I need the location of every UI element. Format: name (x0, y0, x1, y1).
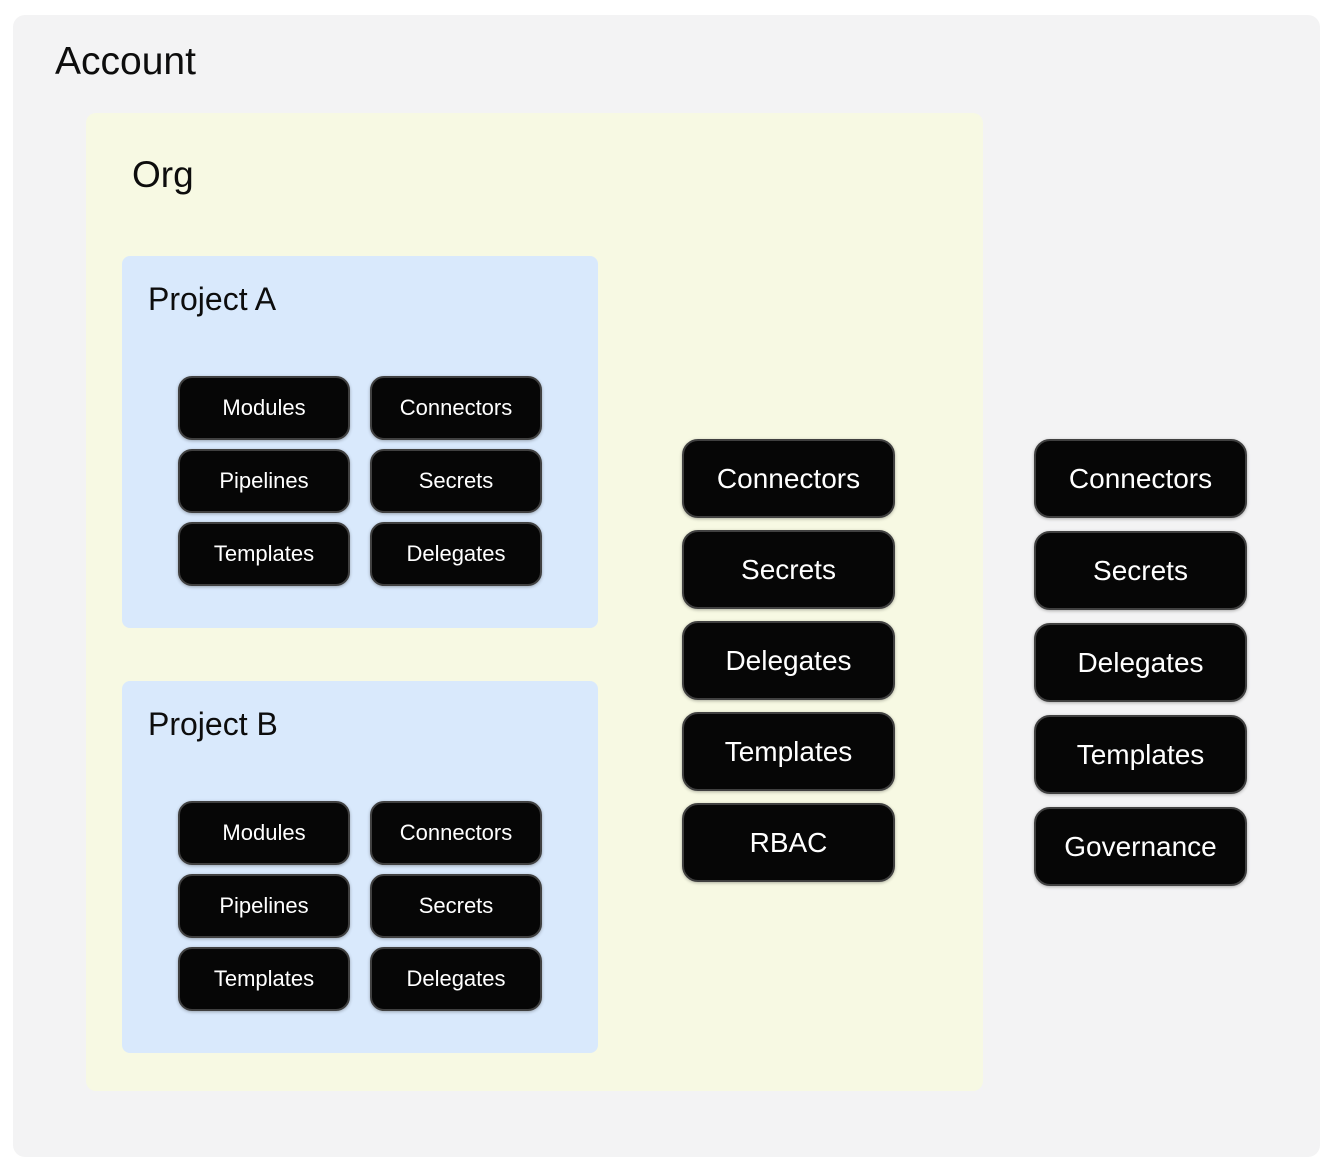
project-b-resource-grid: Modules Connectors Pipelines Secrets Tem… (178, 801, 542, 1011)
account-delegates-pill: Delegates (1034, 623, 1247, 702)
project-b-pipelines-pill: Pipelines (178, 874, 350, 938)
project-a-delegates-pill: Delegates (370, 522, 542, 586)
account-connectors-pill: Connectors (1034, 439, 1247, 518)
account-templates-pill: Templates (1034, 715, 1247, 794)
org-connectors-pill: Connectors (682, 439, 895, 518)
project-a-title: Project A (148, 281, 277, 317)
org-resource-column: Connectors Secrets Delegates Templates R… (682, 439, 895, 882)
org-rbac-pill: RBAC (682, 803, 895, 882)
org-delegates-pill: Delegates (682, 621, 895, 700)
org-secrets-pill: Secrets (682, 530, 895, 609)
account-scope-container: Account Org Project A Modules Connectors… (13, 15, 1320, 1157)
project-b-modules-pill: Modules (178, 801, 350, 865)
account-secrets-pill: Secrets (1034, 531, 1247, 610)
project-b-secrets-pill: Secrets (370, 874, 542, 938)
org-templates-pill: Templates (682, 712, 895, 791)
project-a-secrets-pill: Secrets (370, 449, 542, 513)
project-a-resource-grid: Modules Connectors Pipelines Secrets Tem… (178, 376, 542, 586)
project-b-templates-pill: Templates (178, 947, 350, 1011)
account-title: Account (55, 40, 196, 83)
project-b-container: Project B Modules Connectors Pipelines S… (122, 681, 598, 1053)
project-b-delegates-pill: Delegates (370, 947, 542, 1011)
project-a-templates-pill: Templates (178, 522, 350, 586)
project-a-connectors-pill: Connectors (370, 376, 542, 440)
project-a-container: Project A Modules Connectors Pipelines S… (122, 256, 598, 628)
org-scope-container: Org Project A Modules Connectors Pipelin… (86, 113, 983, 1091)
org-title: Org (132, 154, 194, 195)
project-b-title: Project B (148, 706, 278, 742)
account-governance-pill: Governance (1034, 807, 1247, 886)
project-a-modules-pill: Modules (178, 376, 350, 440)
account-resource-column: Connectors Secrets Delegates Templates G… (1034, 439, 1247, 886)
project-a-pipelines-pill: Pipelines (178, 449, 350, 513)
project-b-connectors-pill: Connectors (370, 801, 542, 865)
